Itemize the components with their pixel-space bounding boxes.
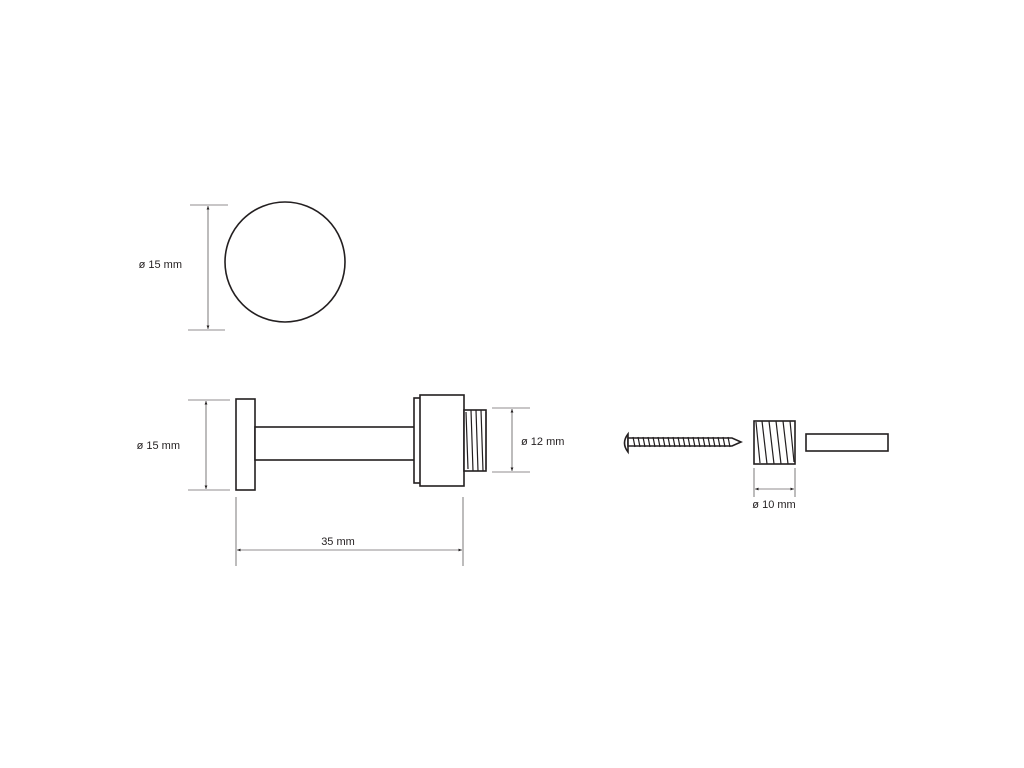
thread-diameter-label: ø 12 mm — [521, 436, 564, 448]
anchor-diameter-label: ø 10 mm — [752, 499, 795, 511]
screw — [623, 431, 743, 455]
length-label: 35 mm — [321, 536, 355, 548]
hook-base-body — [419, 394, 465, 487]
wall-anchor — [753, 420, 796, 465]
side-diameter-label: ø 15 mm — [137, 440, 180, 452]
front-diameter-label: ø 15 mm — [139, 259, 182, 271]
front-view: ø 15 mm — [139, 201, 346, 331]
adhesive-cap — [805, 433, 889, 452]
hook-threaded-stud — [463, 409, 487, 472]
fixing-kit: ø 10 mm — [623, 420, 889, 511]
hook-shaft — [254, 426, 416, 461]
hook-front-circle — [224, 201, 346, 323]
hook-head-plate — [235, 398, 256, 491]
side-view: ø 15 mm ø 12 mm 35 mm — [137, 394, 564, 566]
